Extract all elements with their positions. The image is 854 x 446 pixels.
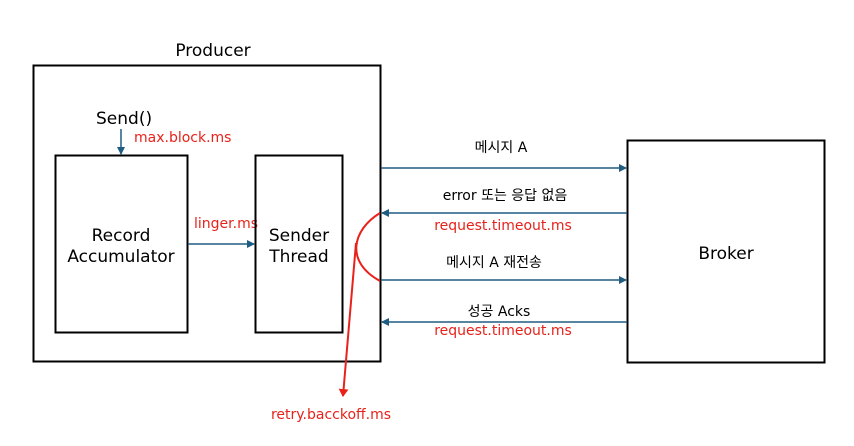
record-accumulator-label-line1: Record [92, 226, 151, 246]
sender-thread-box [254, 154, 344, 334]
broker-label: Broker [698, 244, 753, 264]
send-label: Send() [96, 109, 152, 129]
retry-backoff-label: retry.bacckoff.ms [271, 407, 391, 423]
retry-backoff-arrow [338, 242, 357, 397]
record-accumulator-box [54, 154, 189, 334]
producer-box [32, 64, 382, 363]
success-acks-label: 성공 Acks [468, 304, 531, 320]
sender-thread-label-line2: Thread [268, 247, 328, 267]
broker-box [626, 139, 826, 364]
request-timeout-label-2: request.timeout.ms [434, 323, 572, 339]
producer-title: Producer [175, 41, 250, 61]
linger-ms-label: linger.ms [194, 216, 258, 232]
record-accumulator-label-line2: Accumulator [67, 247, 174, 267]
request-timeout-label-1: request.timeout.ms [434, 218, 572, 234]
message-a-resend-label: 메시지 A 재전송 [446, 255, 542, 271]
sender-thread-label-line1: Sender [269, 226, 329, 246]
message-a-label: 메시지 A [475, 140, 528, 156]
error-no-response-label: error 또는 응답 없음 [443, 188, 568, 204]
retry-bracket-curve [355, 212, 381, 282]
max-block-ms-label: max.block.ms [134, 130, 231, 146]
